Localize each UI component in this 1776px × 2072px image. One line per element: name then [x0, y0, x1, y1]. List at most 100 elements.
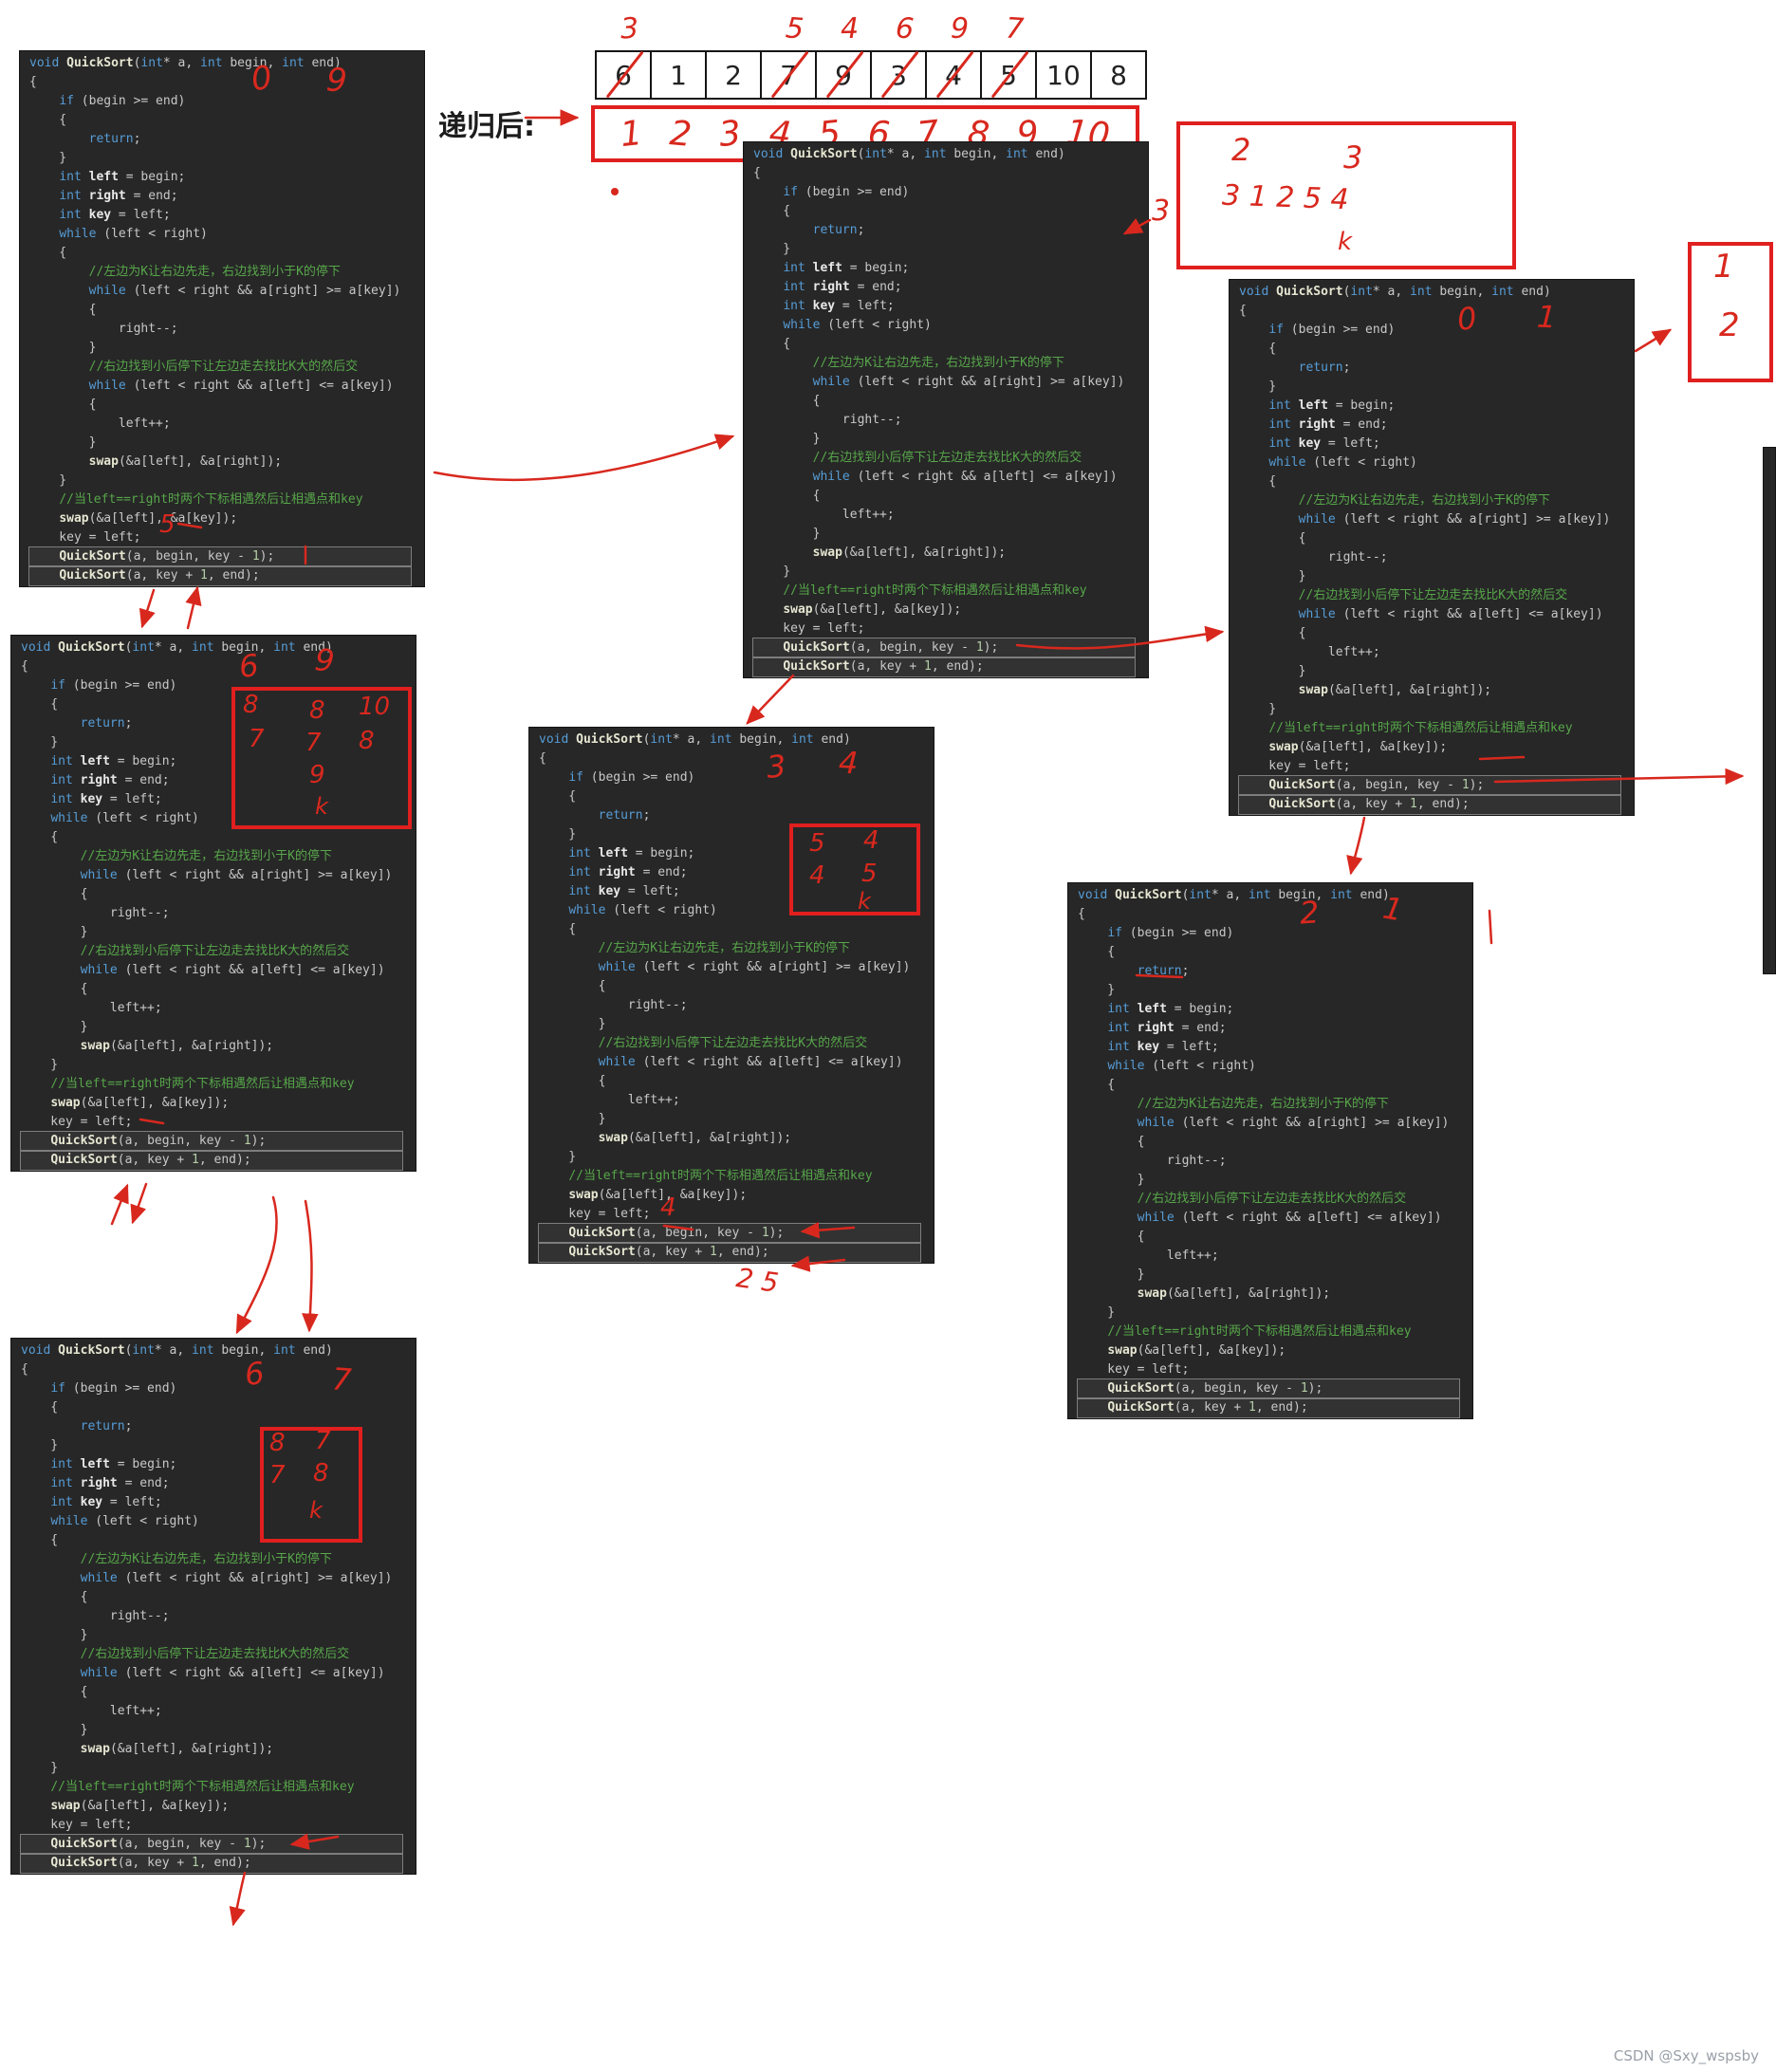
- code-line: while (left < right): [1239, 453, 1634, 472]
- code-token: = end;: [850, 280, 902, 294]
- code-line: int left = begin;: [29, 168, 424, 187]
- code-token: }: [29, 435, 96, 450]
- code-line: while (left < right && a[right] >= a[key…: [539, 958, 934, 977]
- code-token: return: [1138, 964, 1182, 978]
- code-line: return;: [1239, 359, 1634, 378]
- code-line: }: [753, 240, 1148, 259]
- code-token: [73, 1476, 81, 1490]
- code-token: while: [599, 960, 636, 974]
- code-line: left++;: [539, 1091, 934, 1110]
- code-token: void: [21, 1343, 50, 1358]
- watermark: CSDN @Sxy_wspsby: [1614, 2047, 1759, 2064]
- code-token: ;: [125, 1419, 133, 1434]
- code-token: , end);: [1256, 1400, 1308, 1415]
- code-line: key = left;: [29, 528, 424, 547]
- code-line: }: [1239, 662, 1634, 681]
- array-cell-value: 8: [1110, 60, 1127, 91]
- code-token: (left < right && a[left] <= a[key]): [118, 1666, 385, 1680]
- code-token: = begin;: [1167, 1002, 1233, 1016]
- code-token: [539, 770, 568, 785]
- code-token: QuickSort: [50, 1134, 117, 1148]
- code-token: = left;: [111, 208, 171, 222]
- code-panel: void QuickSort(int* a, int begin, int en…: [1229, 279, 1635, 816]
- code-token: [73, 792, 81, 806]
- code-token: while: [81, 868, 118, 882]
- code-line: int right = end;: [1239, 416, 1634, 435]
- code-line: swap(&a[left], &a[key]);: [1078, 1341, 1472, 1360]
- code-line: }: [539, 825, 934, 844]
- code-token: [29, 94, 59, 108]
- code-token: QuickSort: [568, 1245, 635, 1259]
- code-line: return;: [539, 806, 934, 825]
- code-token: (begin >= end): [65, 678, 176, 693]
- code-token: );: [1308, 1381, 1323, 1396]
- code-token: {: [21, 1400, 58, 1415]
- code-token: = left;: [102, 792, 162, 806]
- code-line: {: [753, 335, 1148, 354]
- code-line: int right = end;: [29, 187, 424, 206]
- code-token: [753, 356, 813, 370]
- code-token: }: [1239, 569, 1305, 583]
- code-line: while (left < right && a[left] <= a[key]…: [21, 961, 416, 980]
- code-line: {: [21, 828, 416, 847]
- code-token: = end;: [118, 1476, 170, 1490]
- code-token: = begin;: [110, 1457, 176, 1471]
- code-token: int: [1006, 147, 1027, 161]
- code-token: }: [1078, 1267, 1144, 1282]
- code-token: swap: [1299, 683, 1328, 697]
- code-token: (&a[left], &a[key]);: [1138, 1343, 1286, 1358]
- code-token: [29, 454, 89, 469]
- code-token: [21, 1495, 50, 1509]
- handwritten-text: 2 5: [734, 1265, 780, 1297]
- code-line: right--;: [21, 1607, 416, 1626]
- code-line: {: [29, 244, 424, 263]
- code-token: 1: [1462, 778, 1470, 792]
- code-token: (begin >= end): [74, 94, 185, 108]
- code-token: {: [21, 697, 58, 712]
- code-token: [1078, 1400, 1107, 1415]
- code-token: );: [769, 1226, 785, 1240]
- code-token: int: [568, 884, 590, 898]
- code-token: while: [89, 284, 126, 298]
- code-token: }: [1078, 1173, 1144, 1187]
- code-line: }: [753, 430, 1148, 449]
- code-token: swap: [1268, 740, 1298, 754]
- code-token: (left < right && a[left] <= a[key]): [126, 379, 394, 393]
- code-line: {: [539, 1072, 934, 1091]
- code-line: void QuickSort(int* a, int begin, int en…: [539, 731, 934, 749]
- code-line: left++;: [1239, 643, 1634, 662]
- code-line: {: [1078, 1133, 1472, 1152]
- code-token: [1239, 797, 1268, 811]
- annotation-arrow: [133, 1184, 146, 1222]
- code-token: ;: [1343, 361, 1351, 375]
- code-token: (a, key +: [1336, 797, 1410, 811]
- code-token: int: [1350, 285, 1372, 299]
- code-token: left++;: [1239, 645, 1380, 659]
- code-token: (left < right): [96, 227, 207, 241]
- code-token: [1130, 1040, 1138, 1054]
- code-token: while: [81, 1571, 118, 1585]
- code-token: [753, 640, 783, 655]
- code-token: while: [1107, 1059, 1144, 1073]
- code-line: key = left;: [1078, 1360, 1472, 1379]
- code-token: [1078, 1343, 1107, 1358]
- code-token: key = left;: [753, 621, 864, 636]
- code-token: [1291, 436, 1299, 451]
- code-token: int: [650, 732, 672, 747]
- code-token: [21, 868, 81, 882]
- code-token: while: [813, 470, 850, 484]
- code-token: }: [1078, 983, 1115, 997]
- code-token: [29, 208, 59, 222]
- code-panel: void QuickSort(int* a, int begin, int en…: [19, 50, 425, 587]
- array-cell: 63: [597, 52, 650, 98]
- code-token: [753, 659, 783, 674]
- array-cell: 36: [870, 52, 925, 98]
- code-token: QuickSort: [1115, 888, 1181, 902]
- code-token: key = left;: [1239, 759, 1350, 773]
- code-token: begin,: [1433, 285, 1492, 299]
- code-token: QuickSort: [1268, 778, 1335, 792]
- code-token: [1078, 1002, 1107, 1016]
- code-token: * a,: [1212, 888, 1249, 902]
- handwritten-text: 3: [1152, 197, 1170, 226]
- code-line: int key = left;: [21, 1493, 416, 1512]
